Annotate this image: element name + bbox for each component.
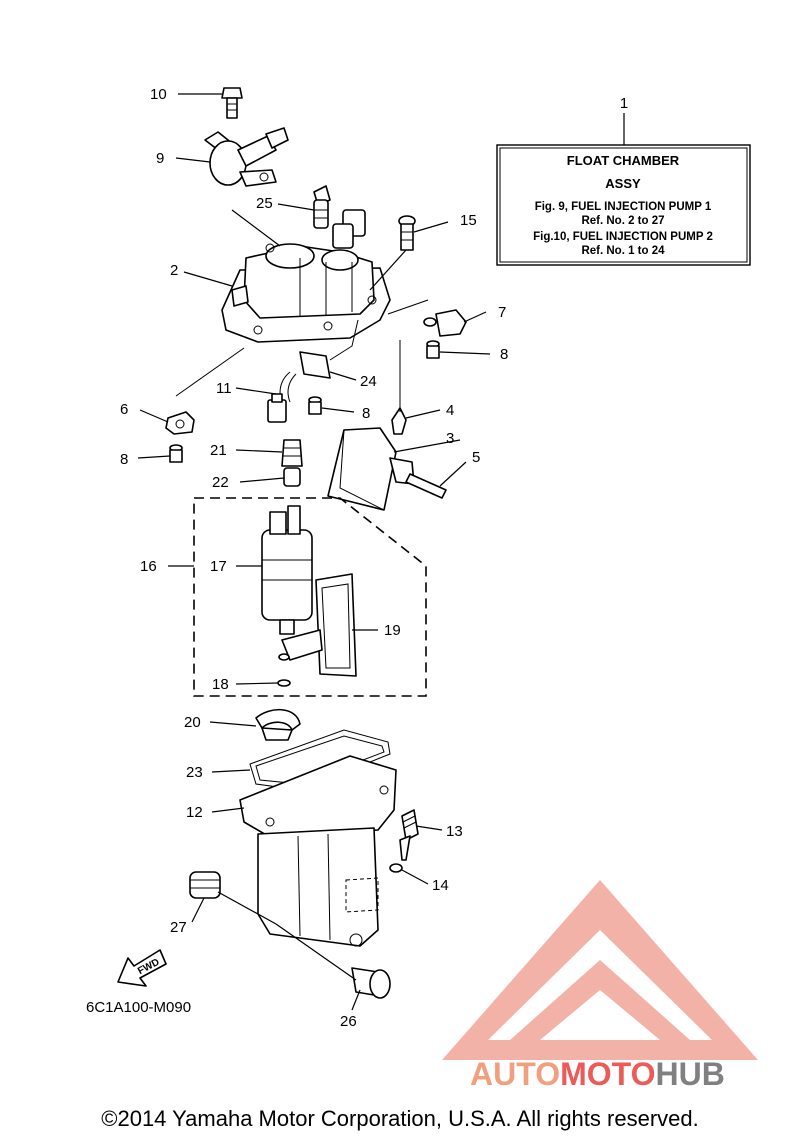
callout-3: 3 — [446, 430, 454, 447]
callout-25: 25 — [256, 195, 273, 212]
callout-4: 4 — [446, 402, 454, 419]
info-fig9-ref: Ref. No. 2 to 27 — [581, 215, 664, 227]
callout-26: 26 — [340, 1013, 357, 1030]
callout-16: 16 — [140, 558, 157, 575]
part-2-cover — [221, 243, 391, 343]
part-22-spacer — [283, 467, 301, 487]
callout-8a: 8 — [500, 346, 508, 363]
callout-5: 5 — [472, 449, 480, 466]
part-25-connector — [313, 185, 331, 229]
callout-12: 12 — [186, 804, 203, 821]
info-fig9: Fig. 9, FUEL INJECTION PUMP 1 — [535, 201, 712, 213]
part-21-filter — [281, 439, 303, 467]
watermark-auto: AUTO — [470, 1056, 560, 1092]
part-20-clamp — [255, 708, 301, 741]
info-subtitle: ASSY — [605, 176, 641, 191]
callout-22: 22 — [212, 474, 229, 491]
part-24-pipe — [279, 319, 359, 403]
callout-19: 19 — [384, 622, 401, 639]
part-26-plug — [351, 967, 391, 999]
info-fig10-ref: Ref. No. 1 to 24 — [581, 245, 665, 257]
callouts: 10 9 25 15 2 7 8 24 11 6 8 4 3 5 8 21 22… — [120, 86, 508, 1030]
callout-11: 11 — [216, 380, 232, 397]
part-11-connector — [267, 393, 287, 423]
callout-27: 27 — [170, 919, 187, 936]
callout-24: 24 — [360, 373, 377, 390]
callout-14: 14 — [432, 877, 449, 894]
callout-7: 7 — [498, 304, 506, 321]
part-6-grommet — [165, 411, 195, 435]
leader-lines — [137, 93, 491, 1011]
part-4-pin — [391, 407, 407, 435]
part-9-regulator — [204, 127, 289, 187]
info-fig10: Fig.10, FUEL INJECTION PUMP 2 — [533, 231, 713, 243]
callout-2: 2 — [170, 262, 178, 279]
callout-20: 20 — [184, 714, 201, 731]
callout-8b: 8 — [362, 405, 370, 422]
part-3-float — [327, 427, 447, 511]
fwd-arrow-icon: FWD — [117, 949, 167, 987]
callout-13: 13 — [446, 823, 463, 840]
callout-6: 6 — [120, 401, 128, 418]
part-7-clip — [423, 309, 467, 337]
info-box: 1 FLOAT CHAMBER ASSY Fig. 9, FUEL INJECT… — [496, 95, 751, 266]
part-15-screw — [398, 215, 416, 251]
callout-23: 23 — [186, 764, 203, 781]
info-title: FLOAT CHAMBER — [567, 153, 680, 168]
callout-21: 21 — [210, 442, 227, 459]
callout-15: 15 — [460, 212, 477, 229]
part-27-grommet — [189, 871, 221, 899]
copyright-notice: ©2014 Yamaha Motor Corporation, U.S.A. A… — [101, 1106, 698, 1131]
part-19-strainer — [281, 573, 357, 677]
part-14-washer — [389, 863, 403, 873]
callout-17: 17 — [210, 558, 227, 575]
part-17-pump — [261, 505, 313, 635]
part-23-gasket — [249, 729, 391, 791]
callout-10: 10 — [150, 86, 167, 103]
part-10-bolt — [221, 87, 243, 119]
part-18-clip — [277, 653, 291, 687]
callout-8c: 8 — [120, 451, 128, 468]
part-8-bolts — [169, 340, 440, 463]
callout-9: 9 — [156, 150, 164, 167]
diagram-code: 6C1A100-M090 — [86, 999, 191, 1016]
watermark-text: AUTOMOTOHUB — [470, 1056, 725, 1092]
part-12-chamber — [239, 755, 397, 947]
part-sensor-plug — [332, 209, 366, 249]
part-13-screw — [399, 809, 419, 861]
watermark-logo — [442, 880, 758, 1060]
watermark-hub: HUB — [655, 1056, 724, 1092]
watermark-moto: MOTO — [560, 1056, 655, 1092]
part-16-outline — [193, 497, 427, 697]
callout-18: 18 — [212, 676, 229, 693]
callout-1: 1 — [620, 95, 628, 112]
